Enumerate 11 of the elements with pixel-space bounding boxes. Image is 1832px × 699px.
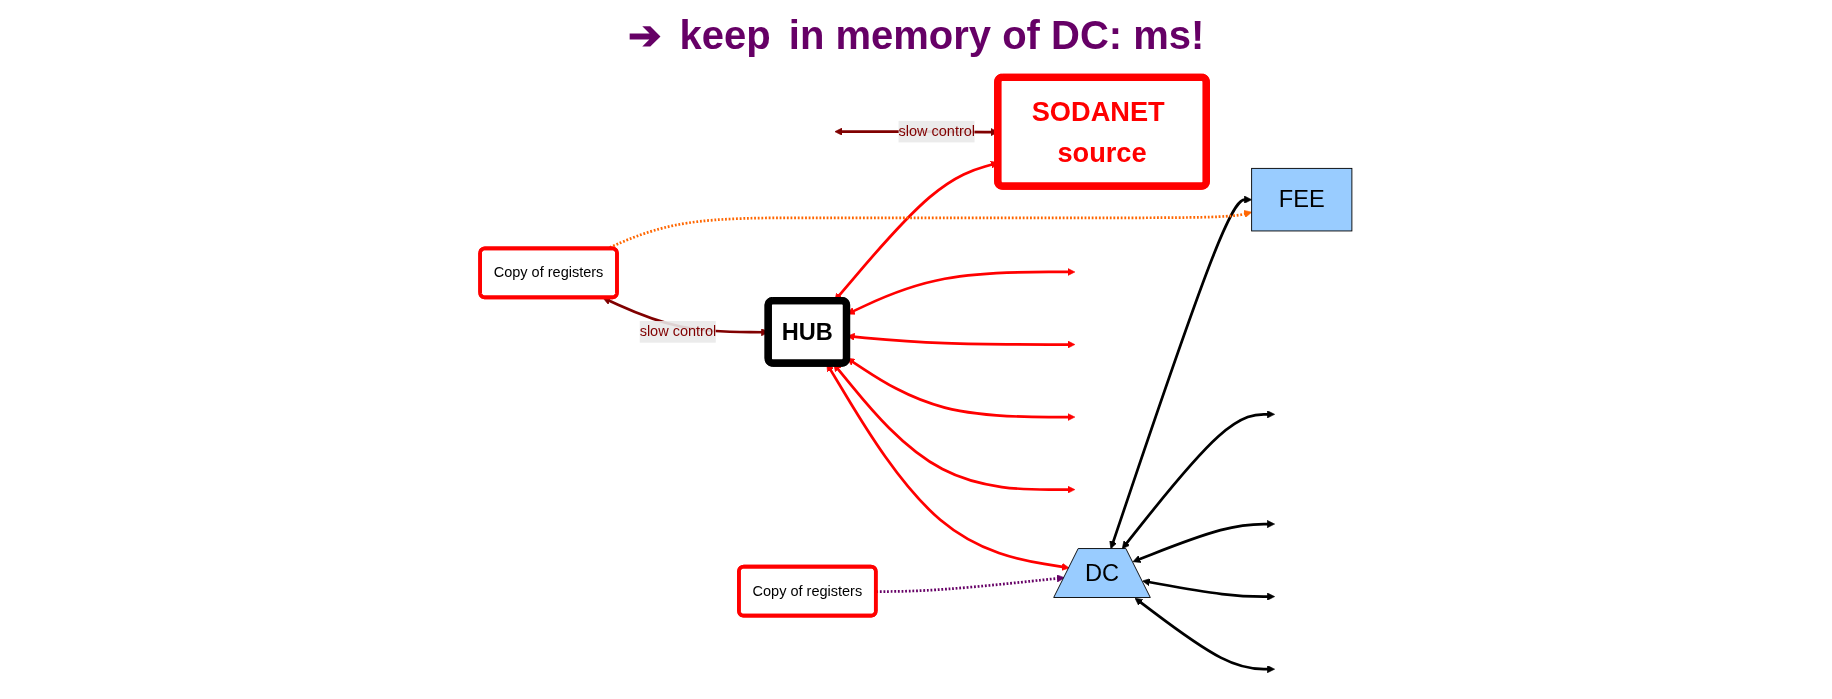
node-box: FEE [1251, 167, 1353, 232]
heading-text: in memory of DC: ms! [788, 12, 1205, 58]
arrow-icon: ➔ [627, 12, 662, 58]
arrow [1142, 578, 1275, 601]
arrow [1132, 520, 1275, 563]
arrow [1109, 195, 1252, 549]
arrow [1134, 597, 1275, 674]
heading-text: keep [679, 12, 771, 58]
edge-label: slow control [898, 123, 976, 139]
edge-label: slow control [639, 323, 717, 340]
arrow [1121, 410, 1275, 550]
